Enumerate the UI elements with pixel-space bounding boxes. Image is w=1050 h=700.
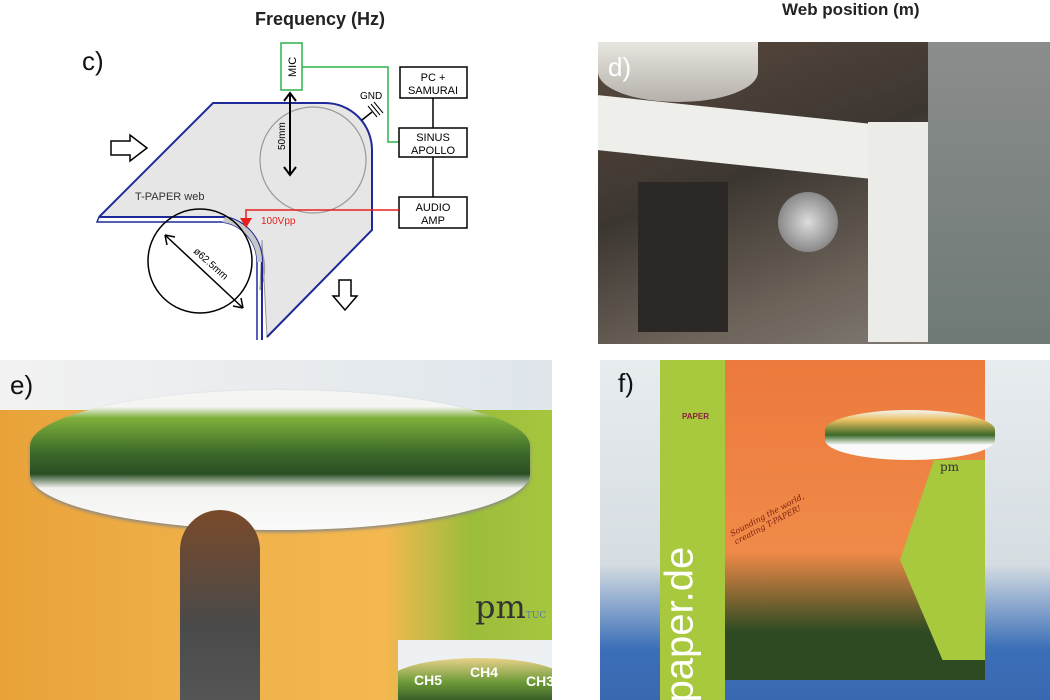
bottom-roller (147, 208, 253, 314)
header-frequency: Frequency (Hz) (255, 9, 386, 29)
photo-ring-loudspeaker: pmTUC e) CH5 CH4 CH3 (0, 360, 552, 700)
pm-logo: pm (940, 460, 960, 474)
channel-label: CH5 (414, 672, 443, 688)
photo-test-rig: d) (598, 42, 1050, 344)
pc-box (399, 66, 468, 99)
sinus-label-2: APOLLO (411, 145, 455, 157)
signal-arrowhead (240, 218, 252, 228)
distance-label: 50mm (277, 122, 288, 150)
web-label: T-PAPER web (135, 191, 205, 203)
pc-label-1: PC + (421, 72, 446, 84)
panel-e-label: e) (10, 370, 34, 400)
channel-label: CH3 (526, 673, 552, 689)
flow-out-arrow-icon (331, 279, 359, 312)
mic-wire (302, 66, 399, 143)
mic-label: MIC (287, 57, 299, 77)
url-text: paper.de (657, 546, 702, 700)
setup-diagram: MIC PC + SAMURAI SINUS APOLLO AUDIO AMP … (95, 42, 468, 340)
flow-in-arrow-icon (110, 133, 149, 163)
web-front-edge (99, 216, 264, 340)
audio-box (398, 196, 468, 229)
sinus-label-1: SINUS (416, 132, 450, 144)
inset-ring-channels: CH5 CH4 CH3 (398, 640, 552, 700)
diameter-arrow (164, 234, 244, 309)
ground-icon (361, 101, 384, 121)
audio-label-2: AMP (421, 215, 445, 227)
audio-label-1: AUDIO (416, 202, 451, 214)
panel-d-label: d) (608, 52, 632, 82)
panel-f-label: f) (618, 368, 634, 398)
photo-exhibition-stand: PAPER pm paper.de Sounding the world,cre… (600, 360, 1050, 700)
channel-label: CH4 (470, 664, 499, 680)
panel-c-label: c) (82, 46, 104, 76)
pc-label-2: SAMURAI (408, 85, 458, 97)
voltage-label: 100Vpp (261, 216, 296, 227)
gnd-label: GND (360, 91, 382, 102)
web-edge (98, 102, 373, 338)
ring-speaker (825, 410, 995, 460)
pm-logo: pmTUC (475, 588, 547, 626)
top-roller (259, 106, 367, 214)
ring-speaker (30, 390, 530, 530)
header-web-position: Web position (m) (782, 0, 920, 19)
brand-text: PAPER (682, 412, 709, 421)
